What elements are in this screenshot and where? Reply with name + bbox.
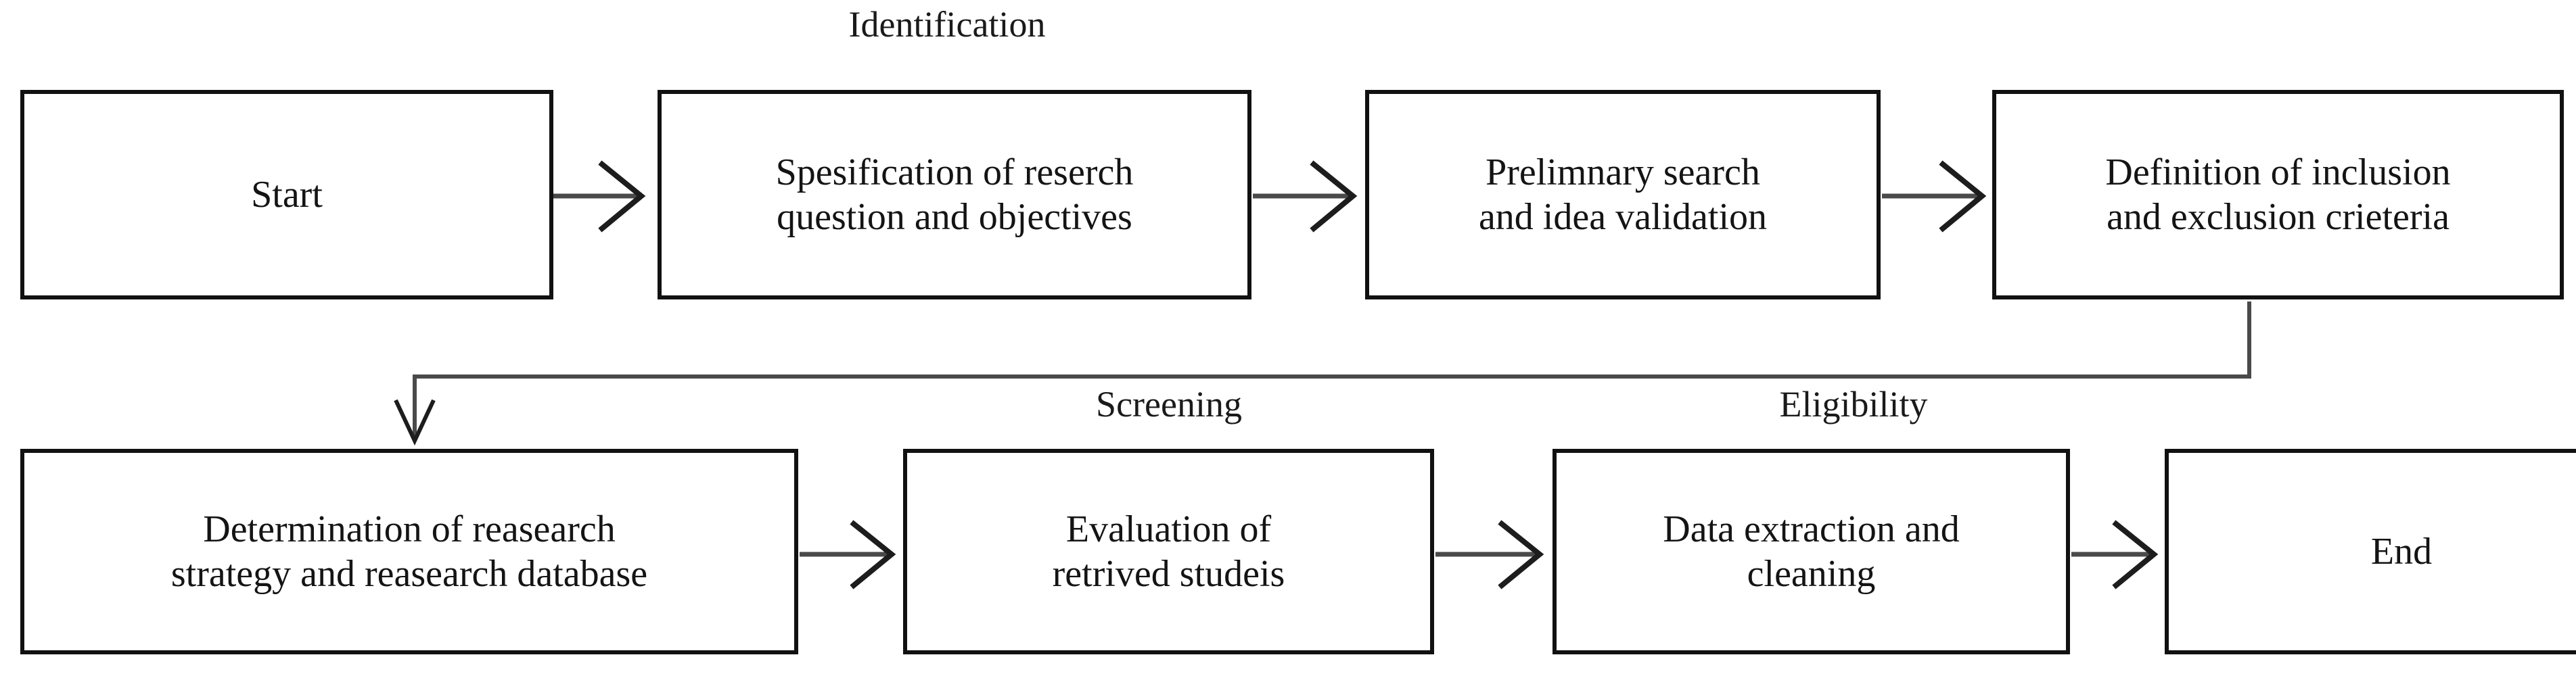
stage-label-screening: Screening	[1096, 385, 1242, 424]
node-extraction-cleaning[interactable]: Data extraction and cleaning	[1552, 449, 2070, 654]
node-end[interactable]: End	[2165, 449, 2576, 654]
node-end-label: End	[2370, 530, 2433, 573]
stage-label-eligibility-text: Eligibility	[1779, 384, 1928, 425]
stage-label-identification-text: Identification	[848, 4, 1046, 45]
connector-extraction-to-end	[2071, 520, 2159, 589]
connector-specification-to-preliminary	[1253, 160, 1358, 233]
node-strategy-database-label: Determination of reasearch strategy and …	[170, 508, 648, 595]
connector-preliminary-to-criteria	[1882, 160, 1987, 233]
node-evaluation-label: Evaluation of retrived studeis	[1052, 508, 1285, 595]
node-strategy-database[interactable]: Determination of reasearch strategy and …	[20, 449, 798, 654]
node-start[interactable]: Start	[20, 90, 553, 299]
connector-strategy-to-evaluation	[800, 520, 896, 589]
node-specification[interactable]: Spesification of reserch question and ob…	[658, 90, 1251, 299]
stage-label-eligibility: Eligibility	[1779, 385, 1927, 424]
node-preliminary-search-label: Prelimnary search and idea validation	[1478, 151, 1768, 238]
connector-criteria-to-strategy	[394, 301, 2251, 446]
node-inclusion-exclusion[interactable]: Definition of inclusion and exclusion cr…	[1992, 90, 2564, 299]
stage-label-screening-text: Screening	[1096, 384, 1242, 425]
connector-start-to-specification	[541, 160, 646, 233]
node-specification-label: Spesification of reserch question and ob…	[775, 151, 1134, 238]
node-preliminary-search[interactable]: Prelimnary search and idea validation	[1365, 90, 1881, 299]
node-evaluation[interactable]: Evaluation of retrived studeis	[903, 449, 1434, 654]
stage-label-identification: Identification	[849, 5, 1046, 44]
connector-evaluation-to-extraction	[1435, 520, 1544, 589]
node-start-label: Start	[251, 173, 323, 216]
node-extraction-cleaning-label: Data extraction and cleaning	[1663, 508, 1960, 595]
node-inclusion-exclusion-label: Definition of inclusion and exclusion cr…	[2105, 151, 2451, 238]
